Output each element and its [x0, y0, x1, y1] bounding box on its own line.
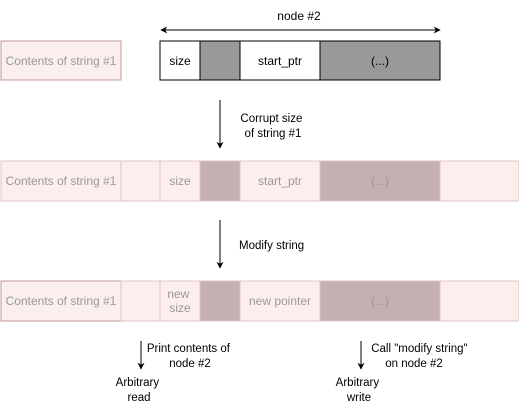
start-ptr-field [239, 40, 321, 81]
start-ptr-field [239, 160, 321, 202]
row-corrupted: Contents of string #1 size start_ptr (..… [0, 160, 519, 202]
size-field-label: size [169, 54, 191, 68]
size-field [159, 160, 201, 202]
start-ptr-label: start_ptr [258, 54, 302, 68]
new-size-label: new size [167, 287, 192, 315]
gray-field [199, 280, 241, 322]
row-3-gap [120, 280, 161, 322]
gray-field [199, 160, 241, 202]
string-1-label: Contents of string #1 [6, 294, 117, 308]
string-1-box [0, 280, 122, 322]
ellipsis-label: (...) [371, 174, 389, 188]
ellipsis-field [319, 280, 441, 322]
gray-field [199, 40, 241, 81]
write-step-label: Call "modify string" on node #2 [371, 343, 471, 370]
row-2-gap [120, 160, 161, 202]
row-modified: Contents of string #1 new size new point… [0, 280, 519, 322]
string-1-box [0, 160, 122, 202]
node-label: node #2 [277, 9, 321, 23]
ellipsis-field [319, 40, 441, 81]
ellipsis-label: (...) [371, 54, 389, 68]
size-field-label: size [169, 174, 191, 188]
read-result-label: Arbitrary read [116, 377, 163, 404]
string-1-label: Contents of string #1 [6, 174, 117, 188]
ellipsis-label: (...) [371, 294, 389, 308]
write-result-label: Arbitrary write [336, 377, 383, 404]
start-ptr-label: start_ptr [258, 174, 302, 188]
string-1-label: Contents of string #1 [6, 54, 117, 68]
step-2-label: Modify string [239, 240, 304, 252]
size-field [159, 40, 201, 81]
read-step-label: Print contents of node #2 [147, 343, 233, 370]
string-1-box [0, 40, 122, 81]
new-pointer-label: new pointer [249, 294, 311, 308]
ellipsis-field [319, 160, 441, 202]
step-1-label: Corrupt size of string #1 [240, 113, 305, 140]
row-original: Contents of string #1 size start_ptr (..… [0, 40, 441, 81]
new-pointer-field [239, 280, 321, 322]
